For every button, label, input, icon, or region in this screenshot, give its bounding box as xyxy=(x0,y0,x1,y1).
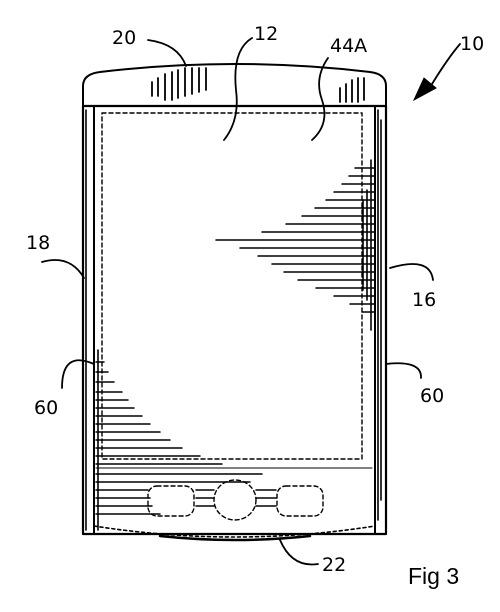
leader-60-left xyxy=(61,359,95,389)
label-screen: 12 xyxy=(254,23,278,45)
label-bottom-cap: 22 xyxy=(322,554,346,576)
left-soft-button xyxy=(147,485,195,517)
leader-18 xyxy=(41,259,85,279)
label-device: 10 xyxy=(460,33,484,55)
label-display-area: 44A xyxy=(330,35,367,57)
label-left-panel: 60 xyxy=(34,397,58,419)
leader-22 xyxy=(279,539,319,566)
left-rail-shading xyxy=(85,109,99,531)
figure-caption: Fig 3 xyxy=(408,563,459,589)
lower-left-shading xyxy=(95,361,277,515)
label-left-side: 18 xyxy=(26,232,50,254)
screen-outline xyxy=(101,112,363,460)
right-rail-shading xyxy=(362,109,382,521)
leader-16 xyxy=(389,263,434,281)
button-panel xyxy=(95,467,373,521)
screen-glare-shading xyxy=(215,167,375,313)
top-cap xyxy=(82,63,387,107)
leader-44A xyxy=(311,57,329,141)
leader-10 xyxy=(431,43,461,85)
right-soft-button xyxy=(276,485,324,517)
leader-12 xyxy=(223,37,253,141)
leader-lines xyxy=(41,37,461,566)
bottom-contact xyxy=(158,534,312,542)
device-outline xyxy=(81,63,388,542)
arrowhead-10 xyxy=(412,77,437,102)
label-top-cap: 20 xyxy=(112,27,136,49)
top-cap-shading xyxy=(151,67,365,103)
outer-housing xyxy=(81,104,388,536)
leader-20 xyxy=(147,39,187,67)
bottom-cap xyxy=(93,525,376,538)
center-button xyxy=(213,479,257,521)
label-right-panel: 60 xyxy=(420,385,444,407)
leader-60-right xyxy=(385,362,422,379)
label-right-side: 16 xyxy=(412,289,436,311)
